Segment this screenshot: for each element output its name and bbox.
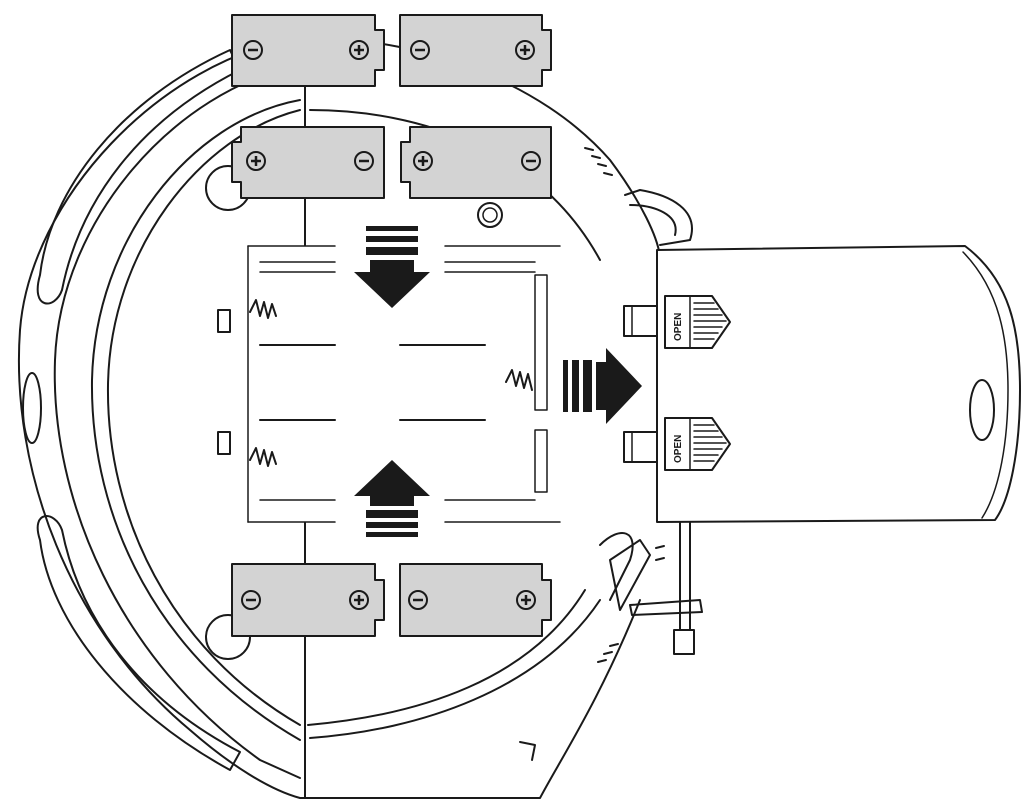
battery-top-row1-left — [231, 14, 385, 87]
latch-grip-lines — [693, 302, 727, 340]
vent-slots-upper — [584, 147, 613, 176]
terminal-upper-left — [217, 309, 231, 333]
vent-slots-lower — [597, 545, 665, 663]
battery-top-row2-left — [231, 126, 385, 199]
open-label: OPEN — [673, 435, 684, 463]
battery-bottom-left — [231, 563, 385, 637]
right-arrow-icon — [563, 348, 642, 424]
up-arrow-icon — [354, 460, 430, 537]
battery-top-row1-right — [399, 14, 552, 87]
battery-top-row2-right — [400, 126, 552, 199]
battery-bottom-right — [399, 563, 552, 637]
spring-upper-left — [249, 299, 277, 319]
open-label: OPEN — [673, 313, 684, 341]
battery-cover — [623, 245, 1021, 523]
open-latch-upper[interactable]: OPEN — [664, 295, 731, 349]
spring-lower-left — [249, 447, 277, 467]
open-latch-lower[interactable]: OPEN — [664, 417, 731, 471]
latch-grip-lines — [693, 424, 727, 462]
spring-right — [505, 369, 533, 391]
down-arrow-icon — [354, 226, 430, 308]
terminal-lower-left — [217, 431, 231, 455]
